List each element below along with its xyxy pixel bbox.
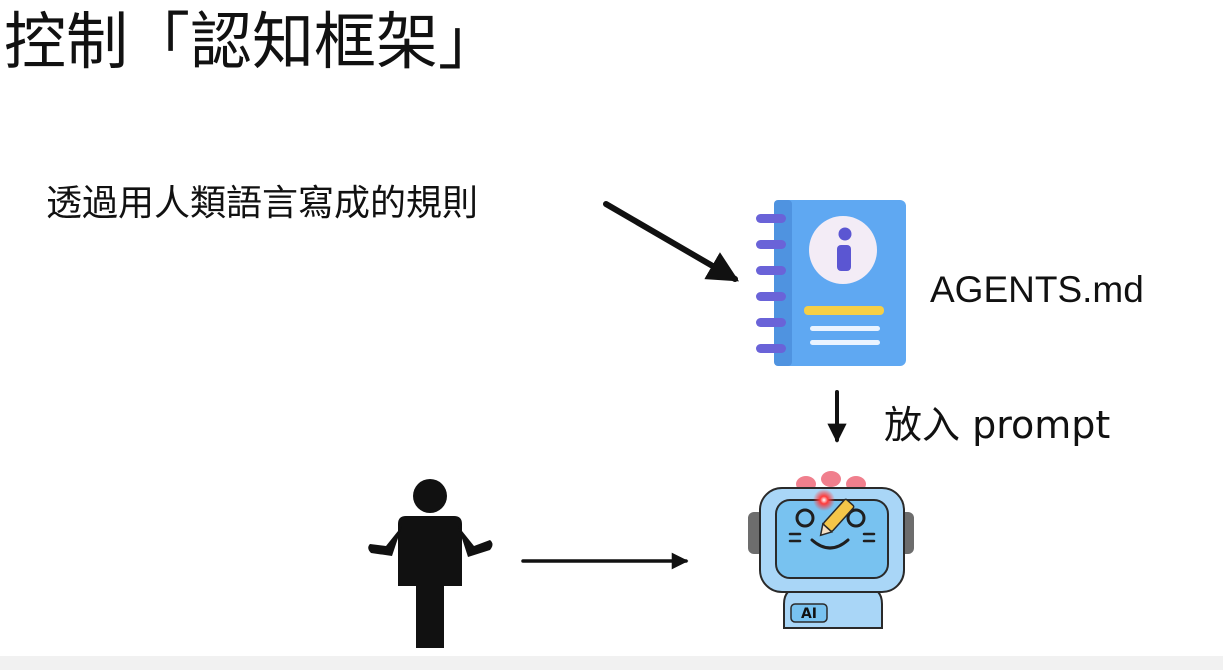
info-notebook-icon <box>756 200 906 366</box>
arrow-rules-to-file <box>603 201 740 282</box>
rule-description: 透過用人類語言寫成的規則 <box>46 183 479 224</box>
ai-robot-icon: AI <box>748 471 914 629</box>
robot-badge-text: AI <box>801 606 817 622</box>
step-label: 放入 prompt <box>884 403 1111 447</box>
file-name-label: AGENTS.md <box>930 269 1144 310</box>
bottom-strip <box>0 656 1223 670</box>
person-shrug-icon <box>368 479 493 648</box>
slide-title: 控制「認知框架」 <box>4 5 501 78</box>
